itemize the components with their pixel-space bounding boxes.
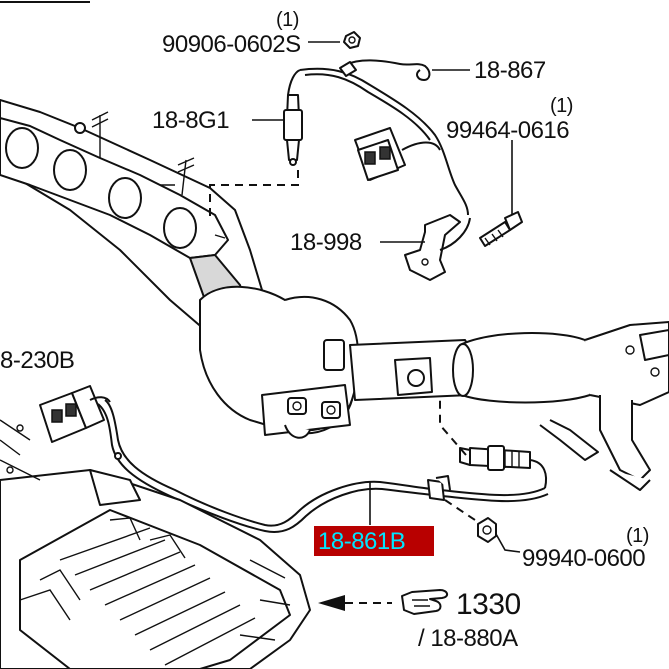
bracket-18-998 (404, 214, 471, 281)
lower-oxygen-sensor (459, 445, 548, 489)
label-99464-0616: 99464-0616 (446, 117, 569, 144)
nut-99940-dashline (444, 499, 479, 523)
clip-18-867 (339, 59, 431, 82)
label-90906-qty: (1) (276, 9, 299, 31)
nut-90906-0602s (343, 31, 361, 49)
label-18-8g1: 18-8G1 (152, 107, 229, 134)
lower-sensor-install-dashline (439, 395, 467, 456)
lower-sensor-harness (97, 399, 549, 533)
engine-block (0, 419, 311, 669)
label-90906-0602s: 90906-0602S (162, 31, 301, 58)
reference-arrow-1330 (318, 595, 392, 611)
label-18-867: 18-867 (474, 57, 546, 84)
label-18-230b: 8-230B (0, 347, 74, 374)
label-18-880a: / 18-880A (418, 625, 518, 652)
highlighted-part-18-861b[interactable]: 18-861B (314, 526, 434, 556)
label-99464-qty: (1) (550, 95, 573, 117)
upper-sensor-connector (354, 127, 441, 181)
label-18-998: 18-998 (290, 229, 362, 256)
label-99940-qty: (1) (626, 525, 649, 547)
nut-99940-0600 (477, 517, 497, 543)
upper-sensor-install-dashline (209, 170, 299, 220)
highlight-box (314, 526, 434, 556)
leader-lines (252, 41, 521, 553)
catalytic-converter-main (199, 285, 360, 439)
label-18-861b: 18-861B (318, 528, 405, 555)
label-99940-0600: 99940-0600 (522, 545, 645, 572)
bolt-99464-0616 (479, 211, 523, 247)
front-pipe (349, 321, 669, 491)
upper-oxygen-sensor (283, 69, 303, 166)
label-1330: 1330 (456, 588, 521, 621)
upper-sensor-harness (299, 67, 469, 216)
lower-sensor-connector (39, 385, 111, 443)
pointing-hand-icon (401, 589, 448, 615)
